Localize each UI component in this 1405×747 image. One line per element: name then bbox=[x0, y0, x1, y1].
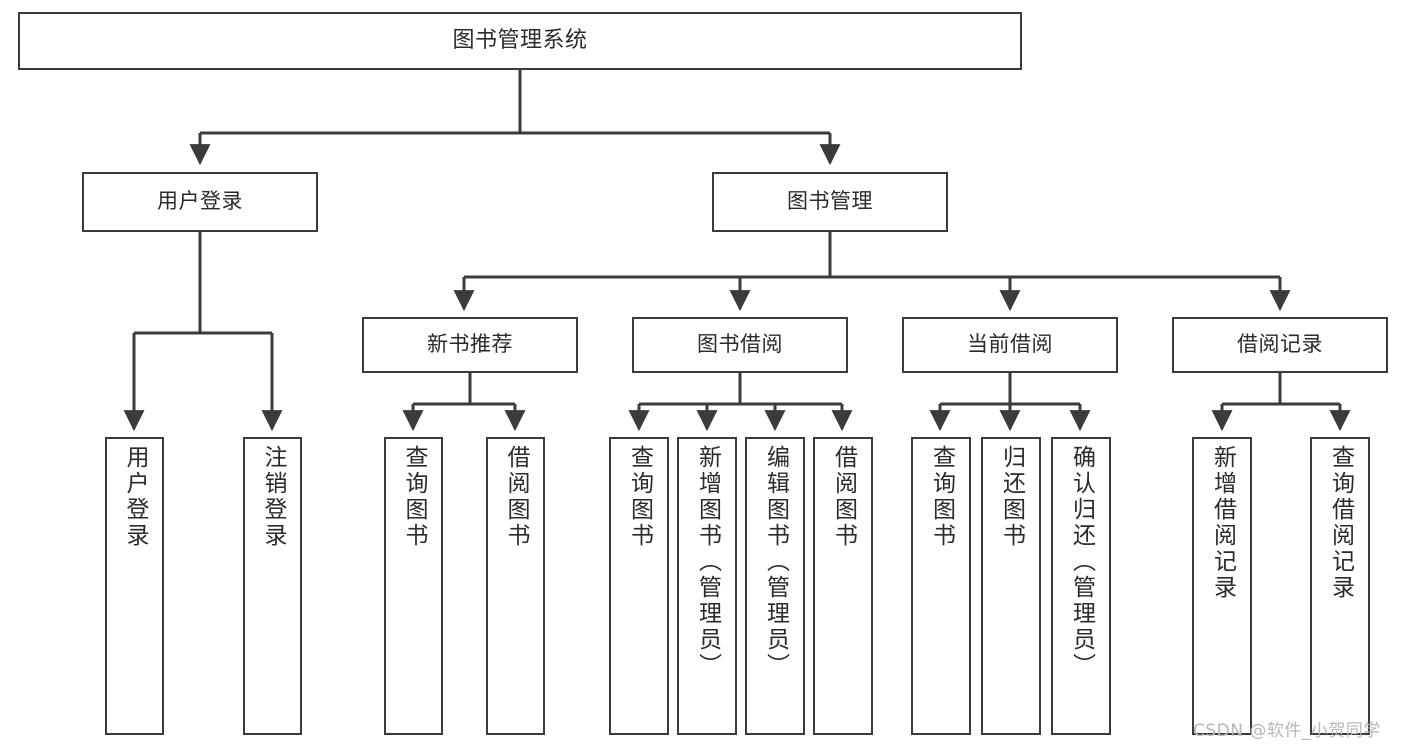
node-leaf-confirm-return-label: 确认归还（管理员） bbox=[1068, 445, 1095, 679]
node-leaf-user-login-label: 用户登录 bbox=[122, 445, 148, 549]
node-leaf-add-record-label: 新增借阅记录 bbox=[1209, 445, 1236, 601]
watermark-text: CSDN @软件_小贺同学 bbox=[1193, 721, 1381, 741]
node-leaf-query-book-2-label: 查询图书 bbox=[626, 445, 653, 549]
node-leaf-query-book-2[interactable]: 查询图书 bbox=[609, 437, 669, 735]
node-leaf-query-book-1[interactable]: 查询图书 bbox=[384, 437, 443, 735]
node-root-label: 图书管理系统 bbox=[452, 27, 588, 53]
node-leaf-logout-label: 注销登录 bbox=[260, 445, 286, 549]
node-current-borrow-label: 当前借阅 bbox=[967, 332, 1053, 357]
node-leaf-borrow-book-2[interactable]: 借阅图书 bbox=[813, 437, 873, 735]
node-book-manage-label: 图书管理 bbox=[787, 189, 873, 214]
node-book-borrow-label: 图书借阅 bbox=[697, 332, 783, 357]
node-leaf-borrow-book-1-label: 借阅图书 bbox=[503, 445, 529, 549]
node-root[interactable]: 图书管理系统 bbox=[18, 12, 1022, 70]
node-leaf-add-book-label: 新增图书（管理员） bbox=[694, 445, 721, 679]
node-new-book-recommend-label: 新书推荐 bbox=[427, 332, 513, 357]
node-user-login-label: 用户登录 bbox=[157, 189, 243, 214]
node-new-book-recommend[interactable]: 新书推荐 bbox=[362, 317, 578, 373]
node-user-login[interactable]: 用户登录 bbox=[82, 172, 318, 232]
node-leaf-add-record[interactable]: 新增借阅记录 bbox=[1192, 437, 1252, 735]
node-leaf-edit-book[interactable]: 编辑图书（管理员） bbox=[745, 437, 805, 735]
node-leaf-user-login[interactable]: 用户登录 bbox=[105, 437, 164, 735]
node-leaf-query-book-3[interactable]: 查询图书 bbox=[911, 437, 971, 735]
node-book-manage[interactable]: 图书管理 bbox=[712, 172, 948, 232]
node-book-borrow[interactable]: 图书借阅 bbox=[632, 317, 848, 373]
node-borrow-record[interactable]: 借阅记录 bbox=[1172, 317, 1388, 373]
node-leaf-query-record-label: 查询借阅记录 bbox=[1327, 445, 1354, 601]
node-leaf-add-book[interactable]: 新增图书（管理员） bbox=[677, 437, 737, 735]
node-leaf-edit-book-label: 编辑图书（管理员） bbox=[762, 445, 789, 679]
node-leaf-logout[interactable]: 注销登录 bbox=[243, 437, 302, 735]
node-current-borrow[interactable]: 当前借阅 bbox=[902, 317, 1118, 373]
node-leaf-return-book-label: 归还图书 bbox=[998, 445, 1025, 549]
node-leaf-return-book[interactable]: 归还图书 bbox=[981, 437, 1041, 735]
node-leaf-borrow-book-1[interactable]: 借阅图书 bbox=[486, 437, 545, 735]
node-leaf-borrow-book-2-label: 借阅图书 bbox=[830, 445, 857, 549]
node-leaf-query-record[interactable]: 查询借阅记录 bbox=[1310, 437, 1370, 735]
node-leaf-query-book-1-label: 查询图书 bbox=[401, 445, 427, 549]
node-borrow-record-label: 借阅记录 bbox=[1237, 332, 1323, 357]
node-leaf-query-book-3-label: 查询图书 bbox=[928, 445, 955, 549]
node-leaf-confirm-return[interactable]: 确认归还（管理员） bbox=[1051, 437, 1111, 735]
